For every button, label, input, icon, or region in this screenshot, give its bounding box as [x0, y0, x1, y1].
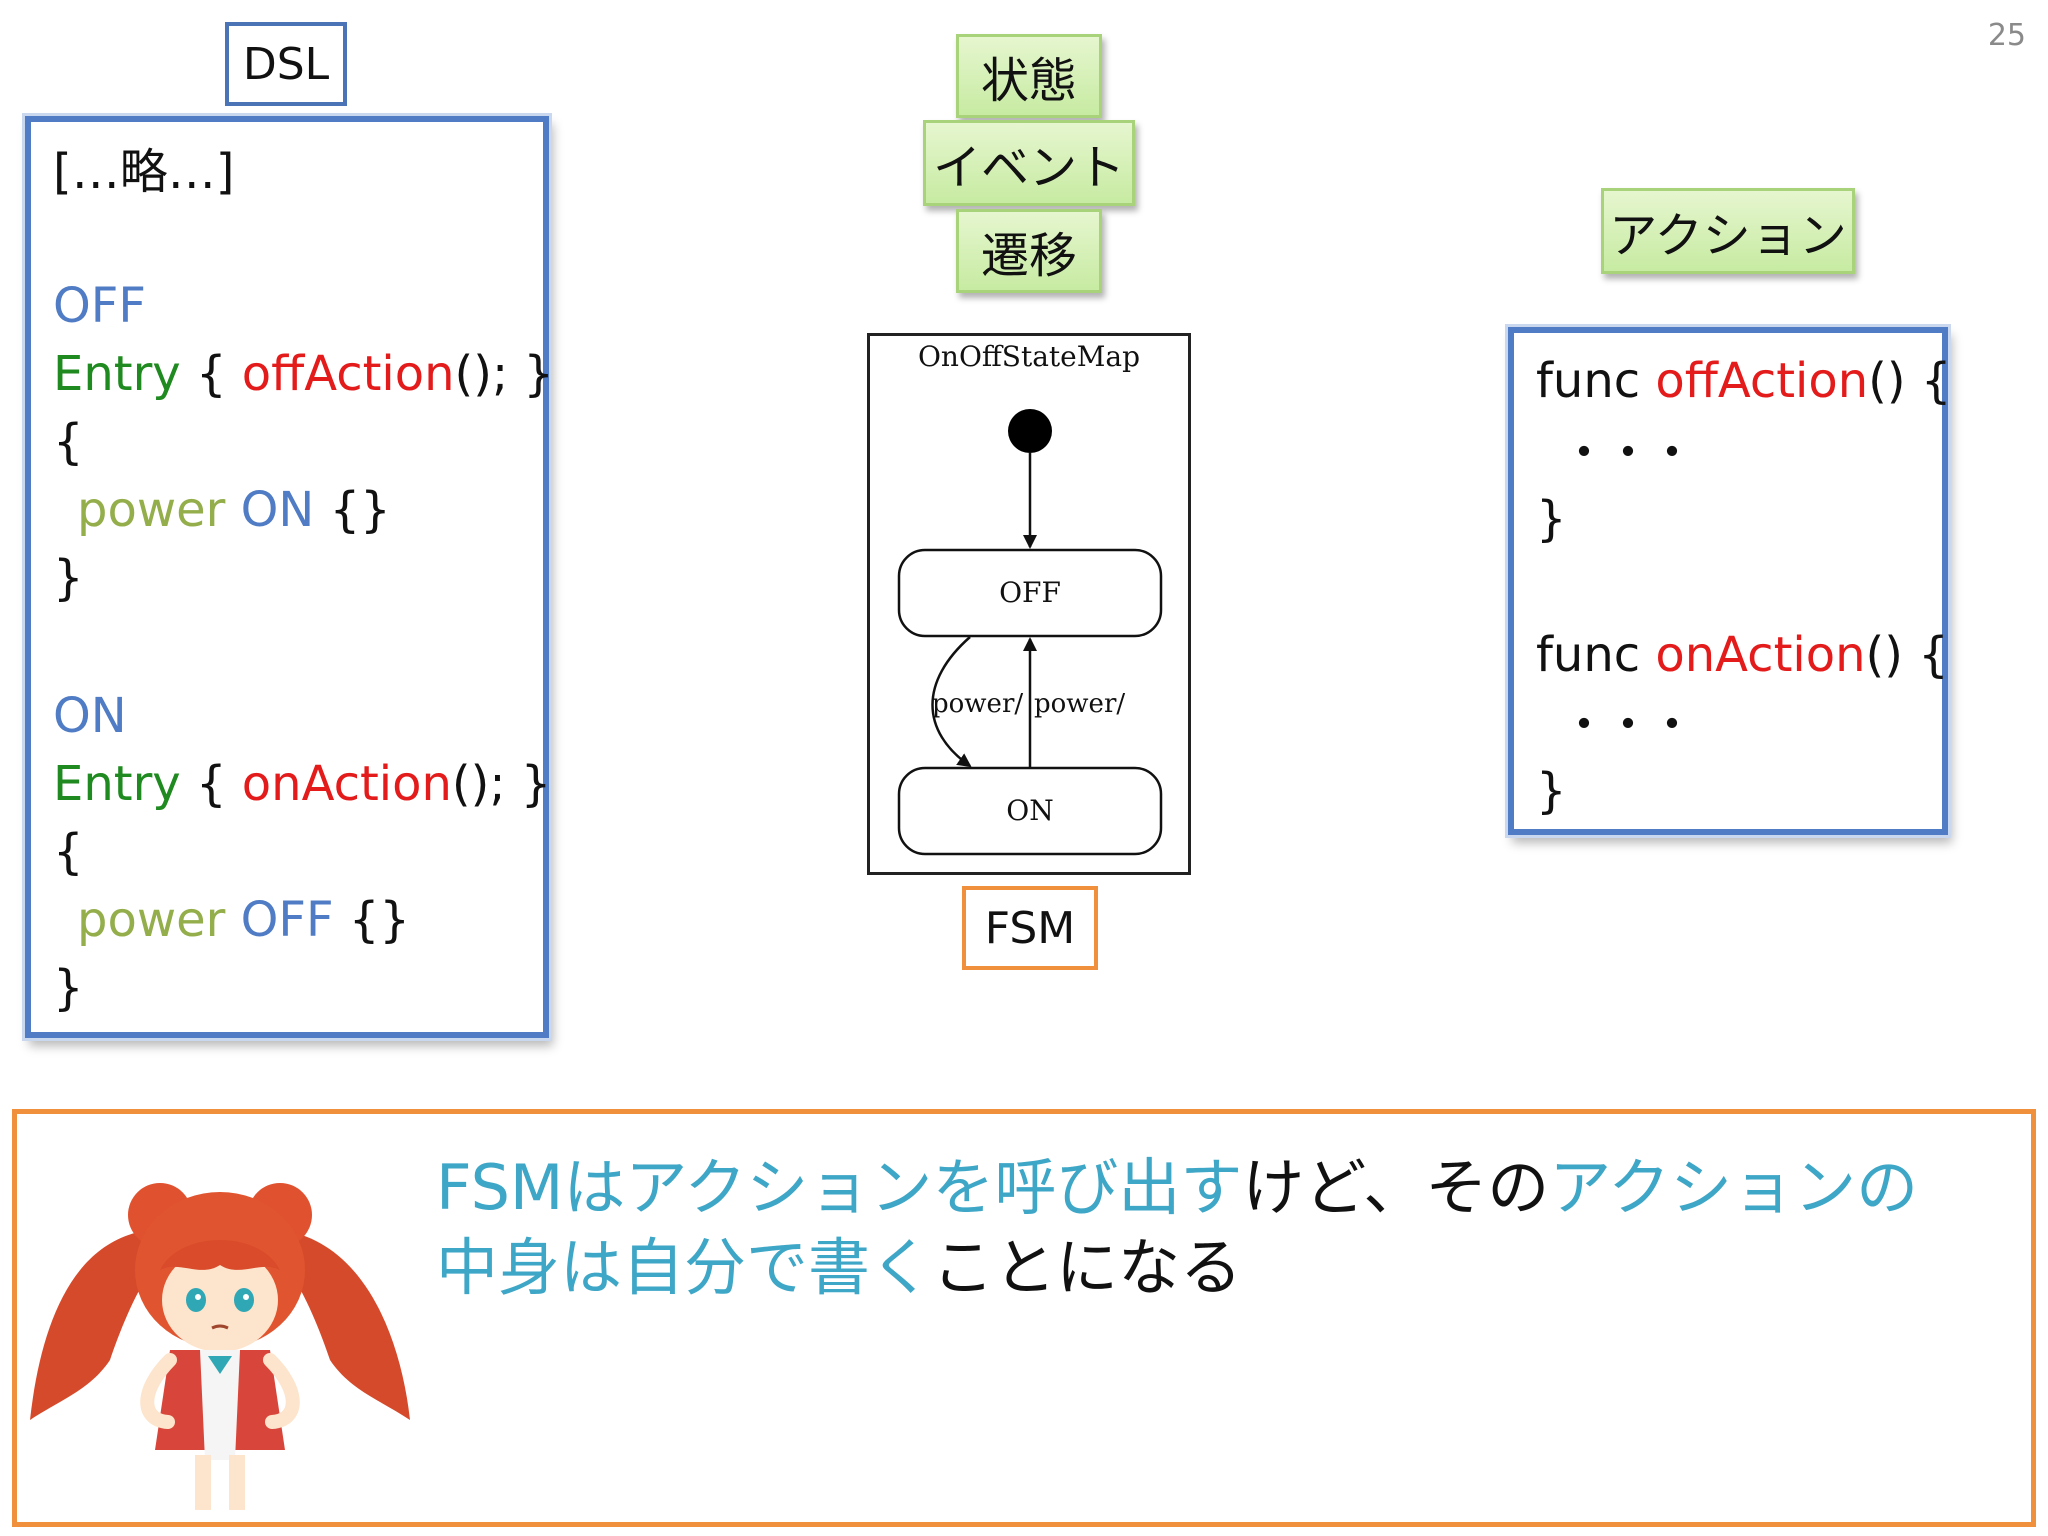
action-code-box: func offAction() { ・・・ } func onAction()…: [1508, 327, 1951, 835]
entry-open: {: [180, 346, 242, 402]
on-action-func-name: onAction: [1655, 627, 1866, 683]
target-state-on: ON: [240, 482, 315, 538]
off-action-call: offAction: [241, 346, 455, 402]
state-off-label: OFF: [999, 576, 1061, 609]
empty-braces: {}: [348, 892, 410, 948]
body-ellipsis: ・・・: [1560, 425, 1696, 481]
entry-close: (); }: [451, 756, 552, 812]
state-on-label: ON: [1006, 794, 1053, 827]
message-part-3: アクションの中身は自分で書く: [436, 1151, 1919, 1304]
entry-keyword: Entry: [53, 756, 181, 812]
transition-line-off: power OFF {}: [77, 896, 410, 944]
func-close: }: [1536, 763, 1567, 819]
entry-close: (); }: [454, 346, 554, 402]
dsl-code-box: […略…] OFF Entry { offAction(); } { power…: [25, 116, 554, 1038]
signature-end: () {: [1868, 353, 1952, 409]
edge-label-off-to-on: power/: [932, 689, 1023, 719]
brace-close: }: [53, 550, 84, 606]
transition-tag: 遷移: [956, 209, 1102, 293]
message-text: FSMはアクションを呼び出すけど、そのアクションの中身は自分で書くことになる: [436, 1148, 1976, 1308]
target-state-off: OFF: [240, 892, 334, 948]
func-on-signature: func onAction() {: [1536, 631, 1949, 679]
fsm-title: OnOffStateMap: [918, 340, 1140, 373]
brace-open: {: [53, 824, 84, 880]
func-keyword: func: [1536, 627, 1656, 683]
action-tag: アクション: [1601, 188, 1855, 274]
power-event: power: [77, 892, 226, 948]
state-tag: 状態: [956, 34, 1102, 118]
transition-line-on: power ON {}: [77, 486, 391, 534]
on-action-call: onAction: [241, 756, 452, 812]
message-part-1: FSMはアクションを呼び出す: [436, 1151, 1243, 1224]
entry-line-on: Entry { onAction(); }: [53, 760, 551, 808]
message-part-4: ことになる: [932, 1231, 1243, 1304]
brace-close: }: [53, 960, 84, 1016]
omitted-marker: […略…]: [53, 144, 235, 200]
edge-off-to-on: [931, 636, 972, 768]
entry-open: {: [180, 756, 242, 812]
message-panel: [12, 1109, 2036, 1527]
mascot-icon: [30, 1183, 410, 1510]
func-off-signature: func offAction() {: [1536, 357, 1951, 405]
state-off-name: OFF: [53, 278, 146, 334]
fsm-label: FSM: [962, 886, 1098, 970]
body-ellipsis: ・・・: [1560, 697, 1696, 753]
func-close: }: [1536, 491, 1567, 547]
signature-end: () {: [1865, 627, 1949, 683]
empty-braces: {}: [329, 482, 391, 538]
state-off-node: [897, 548, 1163, 638]
fsm-diagram: OnOffStateMap OFF ON power/ power/: [867, 333, 1191, 875]
event-tag: イベント: [923, 120, 1135, 206]
entry-line-off: Entry { offAction(); }: [53, 350, 554, 398]
page-number: 25: [1987, 18, 2026, 53]
message-part-2: けど、その: [1242, 1151, 1550, 1224]
edge-label-on-to-off: power/: [1034, 689, 1125, 719]
fsm-diagram-svg: OnOffStateMap OFF ON power/ power/: [897, 340, 1163, 856]
off-action-func-name: offAction: [1655, 353, 1869, 409]
initial-state-dot: [1008, 409, 1052, 453]
power-event: power: [77, 482, 226, 538]
brace-open: {: [53, 414, 84, 470]
dsl-label: DSL: [225, 22, 347, 106]
state-on-name: ON: [53, 688, 127, 744]
entry-keyword: Entry: [53, 346, 181, 402]
func-keyword: func: [1536, 353, 1656, 409]
